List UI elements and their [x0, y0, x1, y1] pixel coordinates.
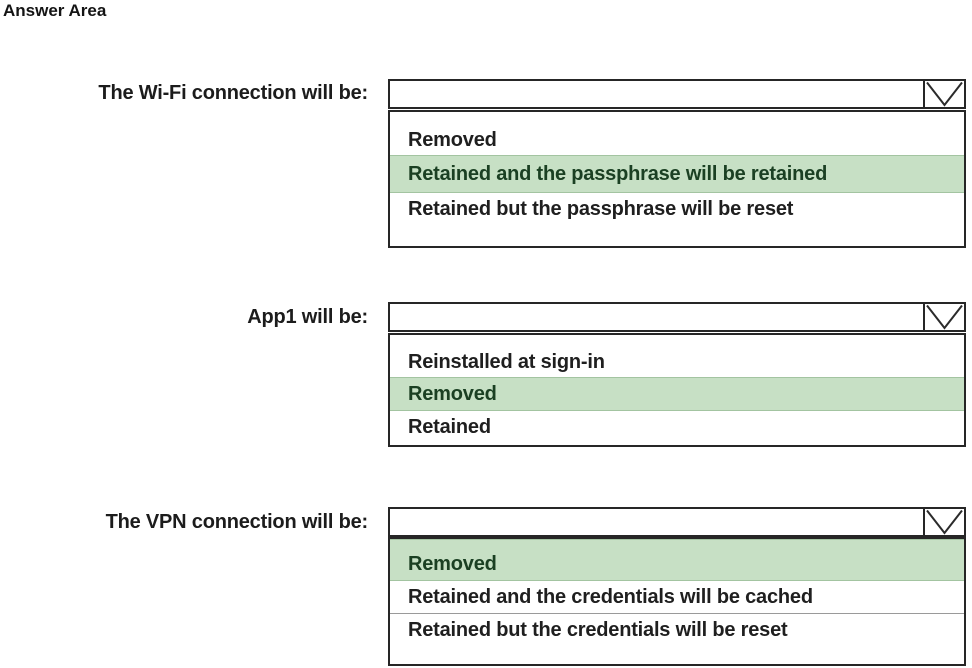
spacer: [390, 647, 964, 664]
question-label-app1: App1 will be:: [247, 306, 368, 328]
question-label-wifi: The Wi-Fi connection will be:: [98, 82, 368, 104]
vpn-options-list: Removed Retained and the credentials wil…: [388, 537, 966, 666]
wifi-select[interactable]: [388, 79, 966, 109]
option-vpn-retained-credentials-cached[interactable]: Retained and the credentials will be cac…: [390, 581, 964, 614]
vpn-select[interactable]: [388, 507, 966, 537]
app1-options-list: Reinstalled at sign-in Removed Retained: [388, 333, 966, 447]
option-wifi-retained-passphrase-retained[interactable]: Retained and the passphrase will be reta…: [390, 155, 964, 193]
chevron-down-icon[interactable]: [923, 81, 964, 107]
spacer: [390, 112, 964, 125]
chevron-down-icon[interactable]: [923, 304, 964, 330]
option-wifi-retained-passphrase-reset[interactable]: Retained but the passphrase will be rese…: [408, 197, 794, 220]
option-vpn-removed[interactable]: Removed: [390, 539, 964, 581]
question-label-vpn: The VPN connection will be:: [105, 511, 369, 533]
option-app1-reinstalled[interactable]: Reinstalled at sign-in: [408, 350, 605, 373]
option-app1-removed[interactable]: Removed: [390, 377, 964, 411]
chevron-down-icon[interactable]: [923, 509, 964, 535]
option-app1-retained[interactable]: Retained: [408, 415, 491, 438]
option-vpn-retained-credentials-reset[interactable]: Retained but the credentials will be res…: [408, 619, 788, 641]
app1-select[interactable]: [388, 302, 966, 332]
option-wifi-removed[interactable]: Removed: [408, 128, 497, 151]
spacer: [390, 225, 964, 246]
wifi-options-list: Removed Retained and the passphrase will…: [388, 110, 966, 248]
spacer: [390, 335, 964, 347]
spacer: [390, 443, 964, 445]
page-title: Answer Area: [3, 1, 107, 20]
